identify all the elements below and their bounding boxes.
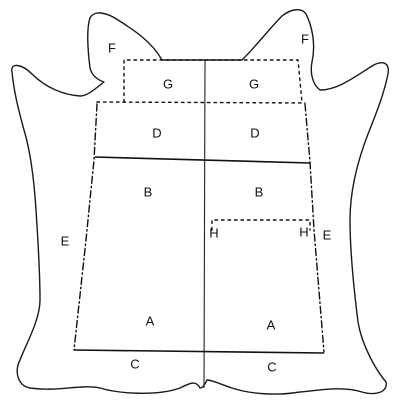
label-a-right: A <box>267 317 276 332</box>
label-d-left: D <box>152 125 161 140</box>
label-d-right: D <box>250 125 259 140</box>
label-a-left: A <box>146 313 155 328</box>
label-c-left: C <box>130 356 139 371</box>
label-f-left: F <box>108 40 116 55</box>
label-f-right: F <box>301 31 309 46</box>
label-g-left: G <box>163 76 173 91</box>
label-g-right: G <box>249 76 259 91</box>
label-e-right: E <box>323 227 332 242</box>
label-b-right: B <box>255 184 264 199</box>
label-h-right: H <box>299 224 308 239</box>
label-e-left: E <box>61 233 70 248</box>
label-c-right: C <box>267 359 276 374</box>
label-h-left: H <box>209 225 218 240</box>
label-b-left: B <box>144 184 153 199</box>
hide-outline <box>12 10 389 394</box>
